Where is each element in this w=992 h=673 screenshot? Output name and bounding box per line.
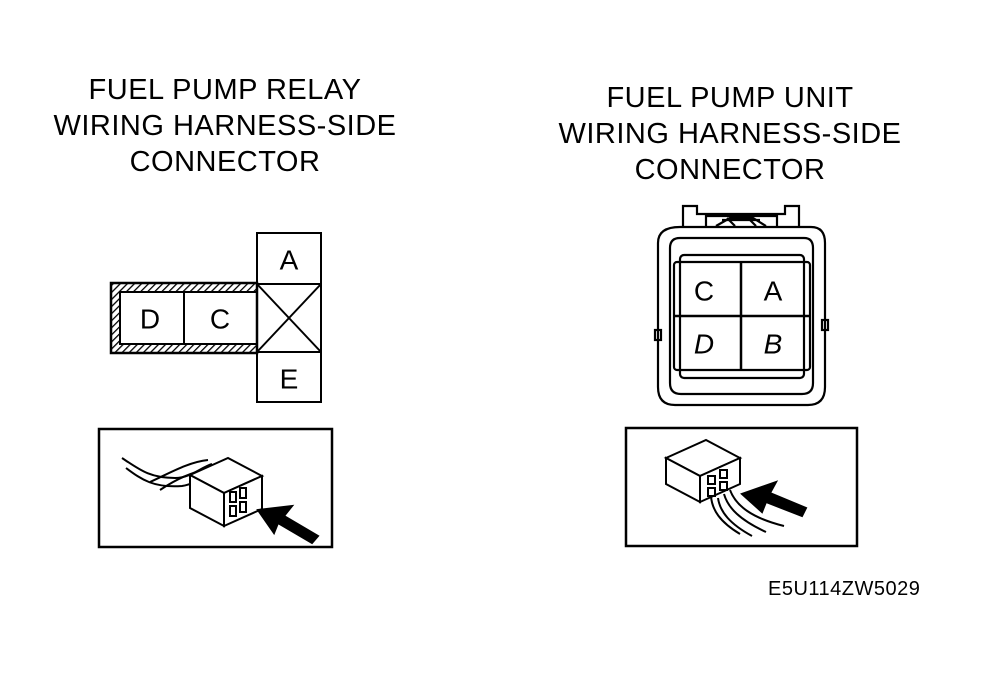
unit-arrow-icon: [740, 480, 808, 518]
relay-connector-title: FUEL PUMP RELAY WIRING HARNESS-SIDE CONN…: [20, 72, 430, 180]
unit-housing-outer: [656, 225, 827, 407]
unit-view-frame: [624, 426, 859, 548]
relay-pin-a: A: [280, 245, 299, 276]
relay-title-line-3: CONNECTOR: [129, 146, 321, 178]
relay-cross-line-2: [256, 283, 322, 353]
unit-pin-c: C: [694, 276, 714, 307]
unit-plug-front: [699, 456, 741, 504]
unit-title-line-3: CONNECTOR: [634, 154, 826, 186]
relay-pin-d: D: [140, 304, 160, 335]
relay-title-line-2: WIRING HARNESS-SIDE: [53, 110, 397, 142]
unit-connector-face: [653, 204, 830, 407]
relay-arrow-icon: [256, 504, 320, 545]
unit-connector-title: FUEL PUMP UNIT WIRING HARNESS-SIDE CONNE…: [525, 80, 935, 188]
unit-wire-1: [710, 495, 741, 535]
unit-view-illustration: [624, 426, 859, 548]
unit-housing-inner: [668, 236, 815, 396]
relay-connector-face: [109, 232, 322, 403]
relay-view-illustration: [97, 427, 334, 549]
relay-title-line-1: FUEL PUMP RELAY: [88, 74, 362, 106]
unit-title-line-2: WIRING HARNESS-SIDE: [558, 118, 902, 150]
relay-view-frame: [97, 427, 334, 549]
unit-pin-b: B: [764, 329, 783, 360]
relay-cell-e: [256, 351, 322, 403]
diagram-code: E5U114ZW5029: [768, 578, 921, 600]
unit-latch: [681, 204, 801, 227]
unit-title-line-1: FUEL PUMP UNIT: [606, 82, 854, 114]
relay-pin-e: E: [280, 364, 299, 395]
relay-pin-c: C: [210, 304, 230, 335]
unit-pin-d: D: [694, 329, 714, 360]
relay-hatch-frame: [111, 283, 257, 353]
unit-pin-a: A: [764, 276, 783, 307]
